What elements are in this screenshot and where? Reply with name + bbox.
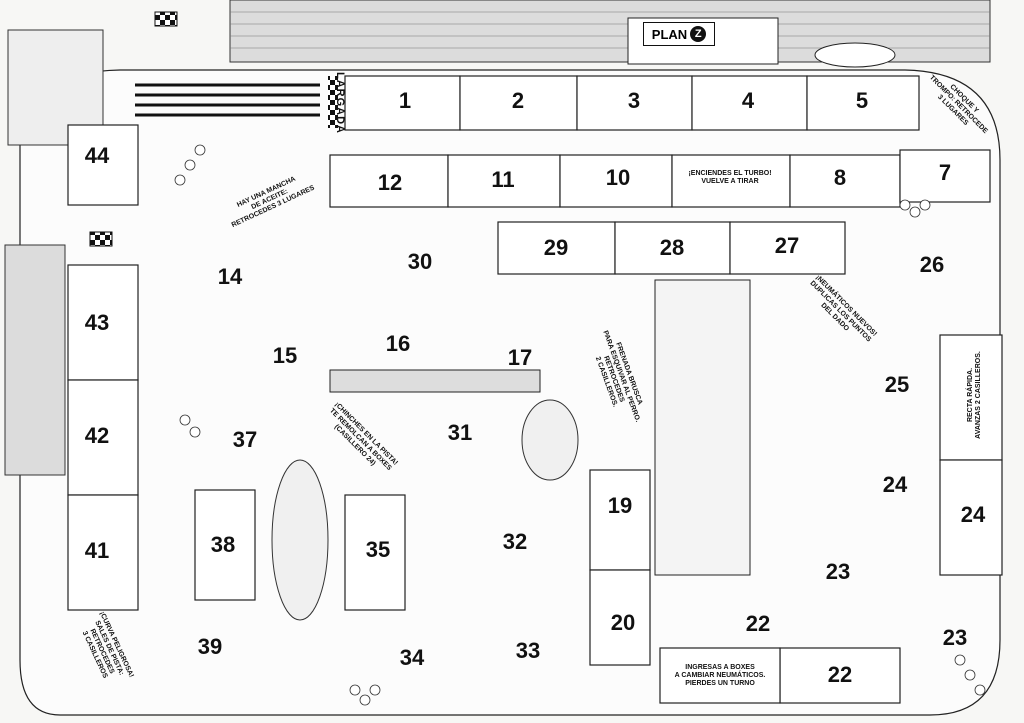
pond-left xyxy=(271,459,329,621)
checkered-line xyxy=(328,76,338,128)
special-square-recta: RECTA RÁPIDA.AVANZAS 2 CASILLEROS. xyxy=(967,351,983,439)
special-square-line: RECTA RÁPIDA. xyxy=(967,367,974,423)
tire-stacks xyxy=(174,144,986,706)
pond-center xyxy=(521,399,579,481)
grandstand-left xyxy=(4,244,66,476)
special-square-line: A CAMBIAR NEUMÁTICOS. xyxy=(674,672,766,679)
special-square-line: VUELVE A TIRAR xyxy=(701,178,759,185)
logo-mark: Z xyxy=(690,26,707,42)
logo-text: PLAN xyxy=(651,26,688,42)
square-outlines xyxy=(67,75,1003,704)
bridge xyxy=(329,369,541,393)
planz-logo: PLAN Z xyxy=(643,22,715,46)
pit-lane xyxy=(654,279,751,576)
special-square-line: PIERDES UN TURNO xyxy=(685,680,755,687)
sports-car xyxy=(814,42,896,68)
special-square-line: AVANZAS 2 CASILLEROS. xyxy=(975,351,982,439)
start-grid xyxy=(135,83,320,117)
special-square-turbo: ¡ENCIENDES EL TURBO!VUELVE A TIRAR xyxy=(688,170,771,186)
special-square-line: INGRESAS A BOXES xyxy=(685,664,755,671)
checkered-flag-top xyxy=(154,11,178,27)
special-square-line: ¡ENCIENDES EL TURBO! xyxy=(688,170,772,177)
start-label: LARGADA xyxy=(334,72,346,134)
checkered-flag xyxy=(89,231,113,247)
